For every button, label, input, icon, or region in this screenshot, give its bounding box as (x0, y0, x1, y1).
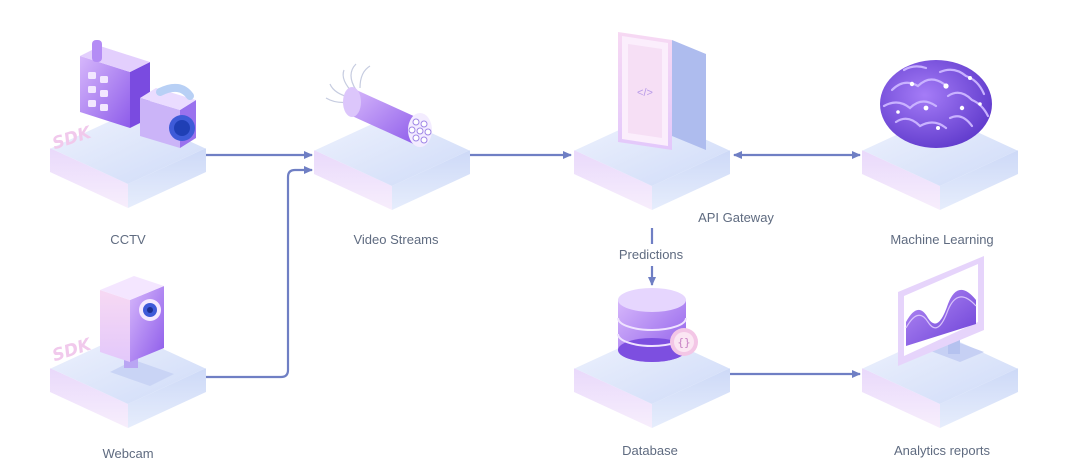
edge-webcam-to-video-streams (206, 166, 313, 379)
database-label: Database (622, 443, 678, 458)
analytics-monitor-icon (898, 256, 984, 366)
api-gateway-label: API Gateway (698, 210, 774, 225)
json-badge-glyph: {} (677, 336, 690, 349)
platforms (49, 111, 1019, 428)
brain-icon (880, 60, 992, 148)
predictions-label: Predictions (615, 247, 687, 262)
cctv-camera-icon (80, 40, 196, 148)
video-streams-label: Video Streams (353, 232, 439, 247)
edges (206, 151, 861, 379)
analytics-reports-label: Analytics reports (893, 443, 991, 458)
machine-learning-label: Machine Learning (890, 232, 994, 247)
fiber-cable-icon (325, 63, 432, 147)
cctv-label: CCTV (110, 232, 146, 247)
webcam-icon (100, 276, 174, 386)
webcam-label: Webcam (102, 446, 154, 461)
code-glyph: </> (637, 87, 653, 99)
database-icon: {} (617, 288, 698, 362)
api-gateway-door-icon: </> (618, 32, 706, 150)
